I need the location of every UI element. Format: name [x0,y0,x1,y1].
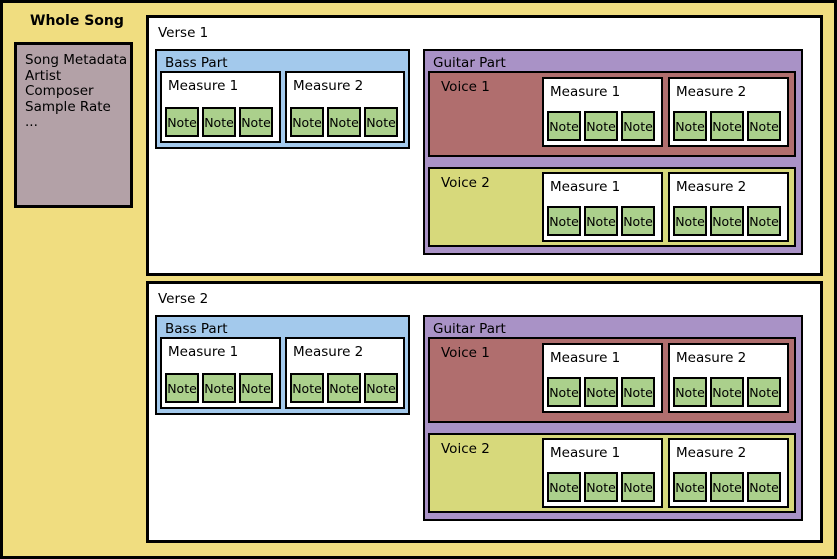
metadata-line: Artist [25,67,62,84]
note-box: Note [584,206,618,236]
note-box: Note [584,377,618,407]
note-box: Note [710,111,744,141]
note-box: Note [547,377,581,407]
note-box: Note [747,111,781,141]
note-box: Note [673,377,707,407]
measure-label: Measure 2 [676,84,747,100]
whole-song-title: Whole Song [30,13,124,29]
note-box: Note [290,107,324,137]
note-box: Note [584,111,618,141]
note-box: Note [547,206,581,236]
note-box: Note [202,107,236,137]
note-box: Note [165,373,199,403]
measure-label: Measure 1 [550,350,621,366]
note-box: Note [327,373,361,403]
note-box: Note [364,373,398,403]
note-box: Note [673,206,707,236]
verse-label: Verse 1 [158,25,209,41]
metadata-line: Song Metadata [25,52,128,68]
metadata-line: Composer [25,83,94,100]
note-box: Note [165,107,199,137]
measure-label: Measure 1 [550,84,621,100]
measure-label: Measure 1 [168,78,239,94]
bass-part-label: Bass Part [165,55,228,71]
note-box: Note [673,111,707,141]
note-box: Note [621,111,655,141]
note-box: Note [202,373,236,403]
note-box: Note [239,107,273,137]
note-box: Note [747,377,781,407]
note-box: Note [327,107,361,137]
metadata-line: Sample Rate [25,98,111,115]
note-box: Note [710,206,744,236]
note-box: Note [621,206,655,236]
note-box: Note [621,472,655,502]
note-box: Note [747,472,781,502]
note-box: Note [710,472,744,502]
guitar-part-label: Guitar Part [433,321,506,337]
measure-label: Measure 2 [293,78,364,94]
measure-label: Measure 2 [676,179,747,195]
guitar-part-label: Guitar Part [433,55,506,71]
measure-label: Measure 1 [550,445,621,461]
measure-label: Measure 2 [676,350,747,366]
note-box: Note [547,472,581,502]
metadata-line: ... [25,114,38,131]
note-box: Note [584,472,618,502]
voice-label: Voice 1 [441,79,490,95]
note-box: Note [547,111,581,141]
note-box: Note [621,377,655,407]
note-box: Note [364,107,398,137]
bass-part-label: Bass Part [165,321,228,337]
measure-label: Measure 2 [676,445,747,461]
voice-label: Voice 2 [441,441,490,457]
measure-label: Measure 1 [168,344,239,360]
note-box: Note [673,472,707,502]
voice-label: Voice 2 [441,175,490,191]
voice-label: Voice 1 [441,345,490,361]
note-box: Note [239,373,273,403]
measure-label: Measure 1 [550,179,621,195]
measure-label: Measure 2 [293,344,364,360]
note-box: Note [290,373,324,403]
verse-label: Verse 2 [158,291,209,307]
note-box: Note [747,206,781,236]
note-box: Note [710,377,744,407]
